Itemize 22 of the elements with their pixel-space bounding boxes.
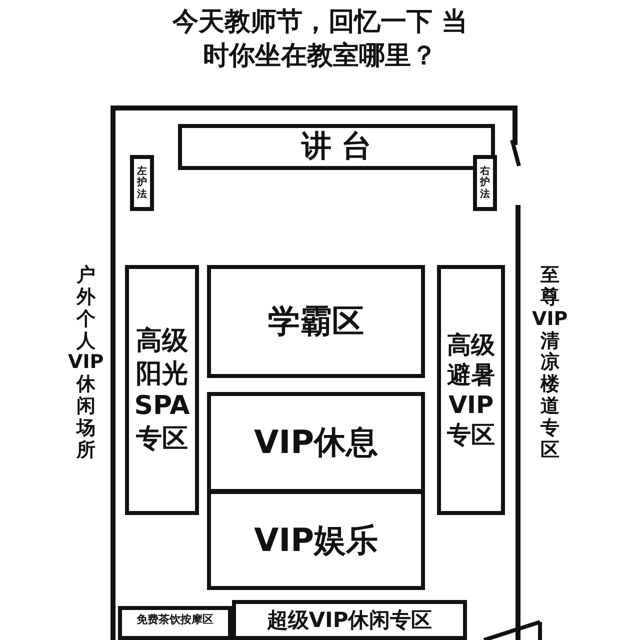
guard-box [473, 155, 497, 211]
area-label: 学霸区 [268, 303, 364, 340]
area-label: VIP娱乐 [254, 522, 378, 558]
seating-area [207, 490, 425, 590]
seating-area [437, 265, 505, 515]
seating-area [207, 392, 425, 493]
seating-area [232, 600, 467, 640]
area-label: 超级VIP休闲专区 [266, 608, 432, 632]
seating-area [118, 606, 232, 640]
side-label: 至尊VIP清凉楼道专区 [532, 265, 568, 462]
seating-area [207, 265, 425, 378]
area-label: 讲 台 [301, 130, 372, 164]
area-label: 高级阳光SPA专区 [133, 325, 191, 455]
area-label: VIP休息 [254, 424, 378, 461]
guard-box [130, 155, 154, 211]
area-label: 右护法 [480, 166, 490, 200]
area-label: 左护法 [137, 166, 147, 200]
seating-area [125, 265, 199, 515]
title: 今天教师节，回忆一下 当时你坐在教室哪里？ [171, 6, 469, 73]
area-label: 高级避暑VIP专区 [446, 330, 496, 450]
side-label: 户外个人VIP休闲场所 [68, 265, 104, 462]
area-label: 免费茶饮按摩区 [136, 614, 214, 627]
